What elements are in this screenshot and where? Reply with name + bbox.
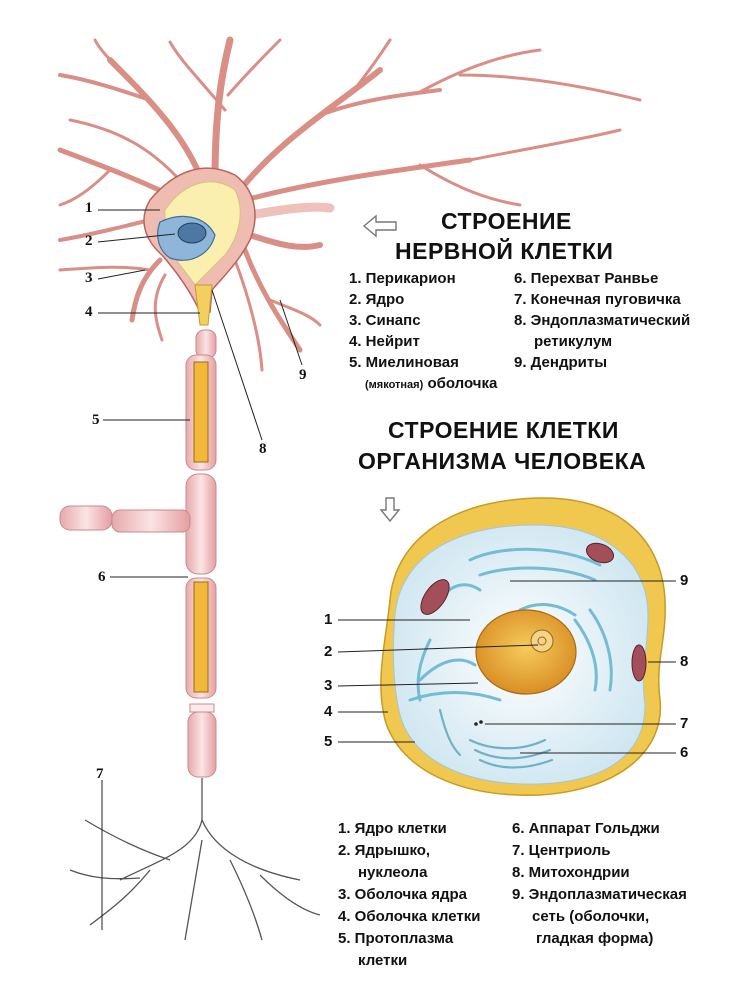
cell-legend-item: 5. Протоплазма xyxy=(338,930,454,947)
cell-label-1: 1 xyxy=(324,611,333,628)
cell-leader-lines xyxy=(337,580,676,754)
human-cell-illustration xyxy=(380,497,666,796)
centriole xyxy=(474,722,478,726)
nucleolus xyxy=(530,629,554,653)
centriole xyxy=(479,720,483,724)
neuron-nucleus xyxy=(177,222,207,244)
cell-legend-item: 6. Аппарат Гольджи xyxy=(512,820,660,837)
mitochondrion xyxy=(631,644,647,682)
hollow-down-arrow-icon xyxy=(379,497,401,523)
cell-label-8: 8 xyxy=(680,653,689,670)
neuron-title-line1: СТРОЕНИЕ xyxy=(441,208,572,234)
neuron-label-7: 7 xyxy=(96,766,104,782)
neuron-label-6: 6 xyxy=(98,569,106,585)
neuron-legend-small: (мякотная) xyxy=(365,379,424,391)
neuron-leader-lines xyxy=(97,209,303,930)
neuron-label-8: 8 xyxy=(259,441,267,457)
neuron-legend-item: 6. Перехват Ранвье xyxy=(514,270,659,287)
cell-legend-item: клетки xyxy=(358,952,408,969)
cell-legend-item: 7. Центриоль xyxy=(512,842,611,859)
neuron-label-1: 1 xyxy=(85,200,93,216)
cell-legend-item: сеть (оболочки, xyxy=(532,908,650,925)
cell-legend-item: 4. Оболочка клетки xyxy=(338,908,481,925)
cell-label-3: 3 xyxy=(324,677,333,694)
cell-label-2: 2 xyxy=(324,643,333,660)
cell-legend-item: 2. Ядрышко, xyxy=(338,842,431,859)
cell-legend-left: 1. Ядро клетки 2. Ядрышко, нуклеола 3. О… xyxy=(338,818,481,972)
neuron-legend-item: 4. Нейрит xyxy=(349,333,420,350)
neuron-legend-item: ретикулум xyxy=(534,333,613,350)
neuron-label-2: 2 xyxy=(85,233,93,249)
neuron-label-9: 9 xyxy=(299,367,307,383)
neuron-legend-item: 5. Миелиновая xyxy=(349,354,459,371)
terminal-branches xyxy=(69,778,321,941)
cell-nucleus xyxy=(475,609,577,695)
neuron-legend-right: 6. Перехват Ранвье 7. Конечная пуговичка… xyxy=(514,268,690,373)
neuron-legend-item: 3. Синапс xyxy=(349,312,421,329)
cell-label-6: 6 xyxy=(680,744,689,761)
mitochondrion xyxy=(420,579,450,615)
neuron-label-4: 4 xyxy=(85,304,93,320)
axon-hillock xyxy=(194,284,213,326)
cell-label-5: 5 xyxy=(324,733,333,750)
axon xyxy=(59,329,217,778)
er-network xyxy=(408,547,613,702)
neuron-legend-extra: оболочка xyxy=(427,375,498,392)
mitochondrion xyxy=(585,542,615,564)
neuron-legend-item-extra: (мякотная) оболочка xyxy=(349,373,497,396)
cell-legend-item: 1. Ядро клетки xyxy=(338,820,447,837)
neuron-legend-item: 1. Перикарион xyxy=(349,270,456,287)
cell-legend-item: 3. Оболочка ядра xyxy=(338,886,468,903)
cell-legend-item: 8. Митохондрии xyxy=(512,864,630,881)
neuron-legend-left: 1. Перикарион 2. Ядро 3. Синапс 4. Нейри… xyxy=(349,268,497,396)
cell-legend-item: 9. Эндоплазматическая xyxy=(512,886,687,903)
neuron-label-5: 5 xyxy=(92,412,100,428)
cell-label-7: 7 xyxy=(680,715,689,732)
neuron-label-3: 3 xyxy=(85,270,93,286)
cell-title-line2: ОРГАНИЗМА ЧЕЛОВЕКА xyxy=(358,448,647,474)
cell-label-4: 4 xyxy=(324,703,333,720)
cell-legend-item: нуклеола xyxy=(358,864,428,881)
neuron-legend-item: 7. Конечная пуговичка xyxy=(514,291,681,308)
neuron-legend-item: 9. Дендриты xyxy=(514,354,608,371)
dendrites xyxy=(57,36,642,372)
cell-legend-item: гладкая форма) xyxy=(536,930,654,947)
cell-legend-right: 6. Аппарат Гольджи 7. Центриоль 8. Митох… xyxy=(512,818,687,950)
neuron-legend-item: 2. Ядро xyxy=(349,291,405,308)
cell-label-9: 9 xyxy=(680,572,689,589)
cell-title-line1: СТРОЕНИЕ КЛЕТКИ xyxy=(388,417,619,443)
neuron-title-line2: НЕРВНОЙ КЛЕТКИ xyxy=(395,238,614,264)
neuron-legend-item: 8. Эндоплазматический xyxy=(514,312,691,329)
hollow-left-arrow-icon xyxy=(362,214,397,238)
